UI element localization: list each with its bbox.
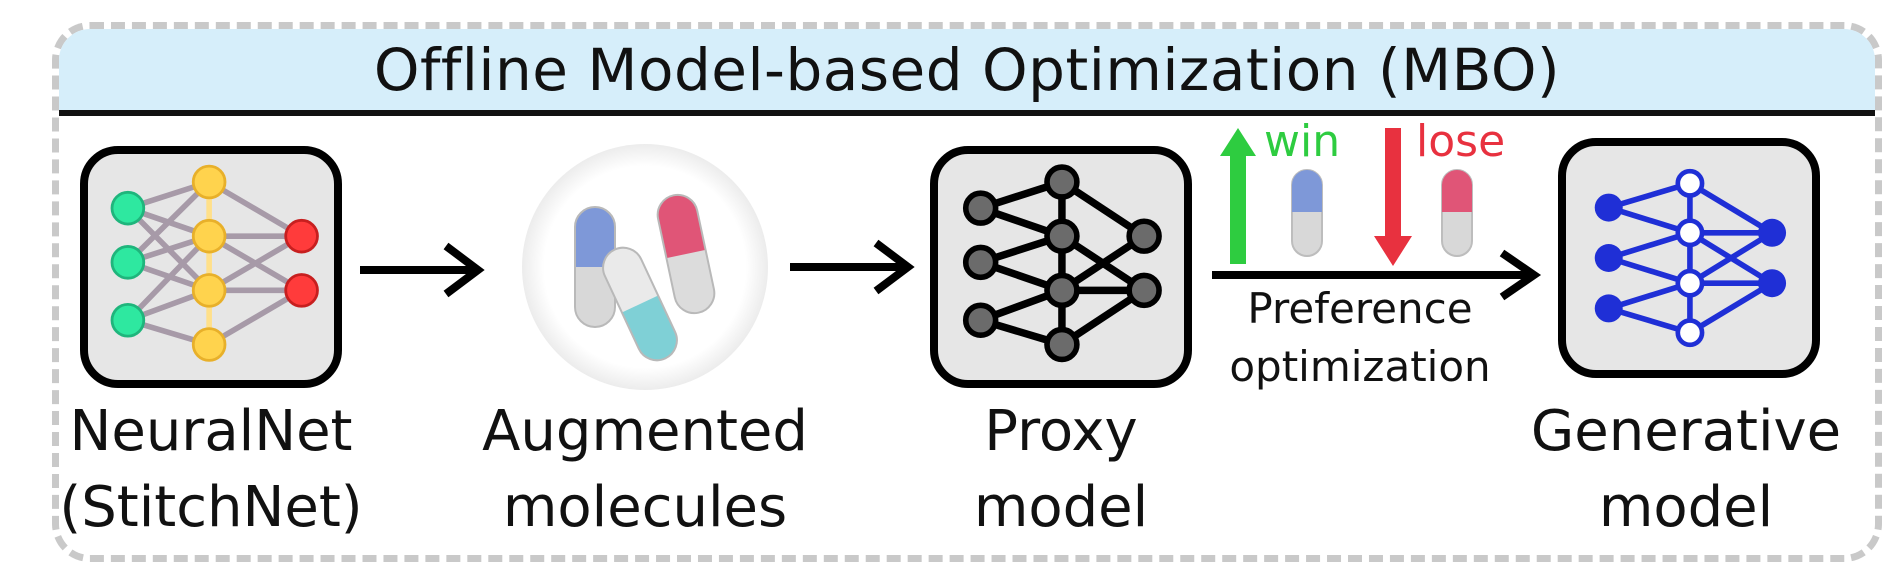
- caption-generative-line2: model: [1598, 475, 1774, 540]
- win-capsule-icon: [1291, 169, 1323, 257]
- win-label: win: [1264, 116, 1341, 167]
- proxy-network-icon: [962, 164, 1162, 363]
- generative-icon-box: [1558, 138, 1820, 378]
- capsule-pills-icon: [522, 144, 768, 390]
- caption-generative: Generative model: [1500, 394, 1872, 546]
- lose-capsule-icon: [1441, 169, 1473, 257]
- arrow-neuralnet-to-molecules: [360, 242, 485, 298]
- caption-neuralnet-line2: (StitchNet): [59, 475, 363, 540]
- mbo-frame: Offline Model-based Optimization (MBO): [52, 22, 1882, 562]
- caption-proxy-line2: model: [973, 475, 1149, 540]
- arrow-molecules-to-proxy: [790, 239, 915, 295]
- preference-line2: optimization: [1229, 342, 1491, 391]
- diagram-title: Offline Model-based Optimization (MBO): [373, 35, 1561, 104]
- lose-arrow-icon: [1374, 128, 1412, 266]
- arrow-proxy-to-generative: [1212, 249, 1542, 301]
- neural-network-icon: [110, 164, 319, 362]
- caption-proxy-line1: Proxy: [984, 399, 1138, 464]
- title-band: Offline Model-based Optimization (MBO): [59, 29, 1875, 116]
- caption-proxy: Proxy model: [920, 394, 1202, 546]
- caption-neuralnet: NeuralNet (StitchNet): [46, 394, 376, 546]
- generative-network-icon: [1594, 168, 1787, 348]
- caption-molecules-line2: molecules: [502, 475, 788, 540]
- proxy-icon-box: [930, 146, 1192, 388]
- caption-molecules-line1: Augmented: [482, 399, 808, 464]
- preference-optimization-label: Preference optimization: [1205, 280, 1515, 396]
- lose-label: lose: [1416, 116, 1506, 167]
- caption-neuralnet-line1: NeuralNet: [69, 399, 353, 464]
- neuralnet-icon-box: [80, 146, 342, 388]
- caption-generative-line1: Generative: [1530, 399, 1842, 464]
- preference-line1: Preference: [1247, 284, 1473, 333]
- win-arrow-icon: [1220, 128, 1256, 264]
- caption-molecules: Augmented molecules: [450, 394, 840, 546]
